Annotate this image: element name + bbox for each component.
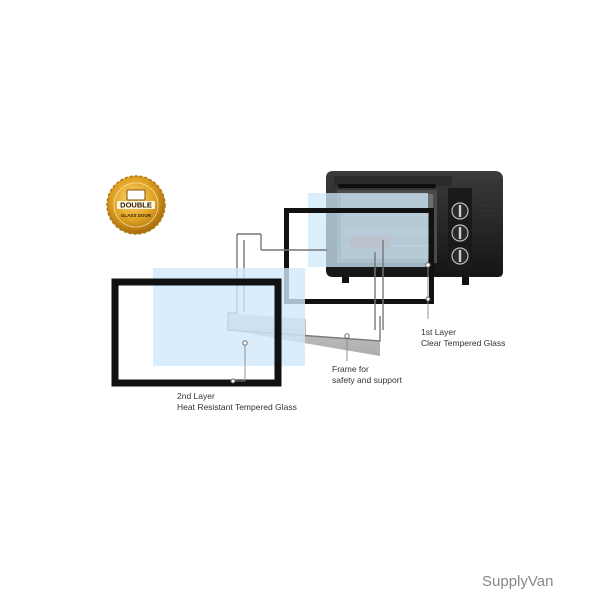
oven-knob bbox=[451, 224, 469, 242]
layer2-corner-dot bbox=[230, 378, 236, 384]
callout-second-layer: 2nd Layer Heat Resistant Tempered Glass bbox=[177, 391, 297, 413]
badge-subtitle: GLASS DOOR bbox=[121, 213, 152, 218]
oven-knob bbox=[451, 202, 469, 220]
callout-support-frame-title: Frame for bbox=[332, 364, 369, 374]
double-glass-door-badge: DOUBLE GLASS DOOR bbox=[106, 175, 166, 235]
callout-first-layer: 1st Layer Clear Tempered Glass bbox=[421, 327, 505, 349]
callout-second-layer-desc: Heat Resistant Tempered Glass bbox=[177, 402, 297, 412]
oven-door-icon bbox=[126, 189, 146, 201]
callout-support-frame: Frame for safety and support bbox=[332, 364, 402, 386]
supplyvan-watermark: SupplyVan bbox=[482, 573, 554, 590]
frame-leader-dot bbox=[344, 333, 350, 339]
callout-second-layer-title: 2nd Layer bbox=[177, 391, 215, 401]
callout-support-frame-desc: safety and support bbox=[332, 375, 402, 385]
second-layer-frame bbox=[111, 278, 282, 387]
oven-knob bbox=[451, 247, 469, 265]
layer1-corner-dot bbox=[425, 296, 431, 302]
callout-first-layer-title: 1st Layer bbox=[421, 327, 456, 337]
layer1-leader-dot bbox=[425, 262, 431, 268]
leader-lines bbox=[233, 265, 429, 382]
layer2-leader-dot bbox=[242, 340, 248, 346]
first-layer-frame bbox=[284, 208, 434, 304]
callout-first-layer-desc: Clear Tempered Glass bbox=[421, 338, 506, 348]
badge-title: DOUBLE bbox=[120, 201, 152, 210]
first-layer-glass bbox=[308, 193, 428, 267]
